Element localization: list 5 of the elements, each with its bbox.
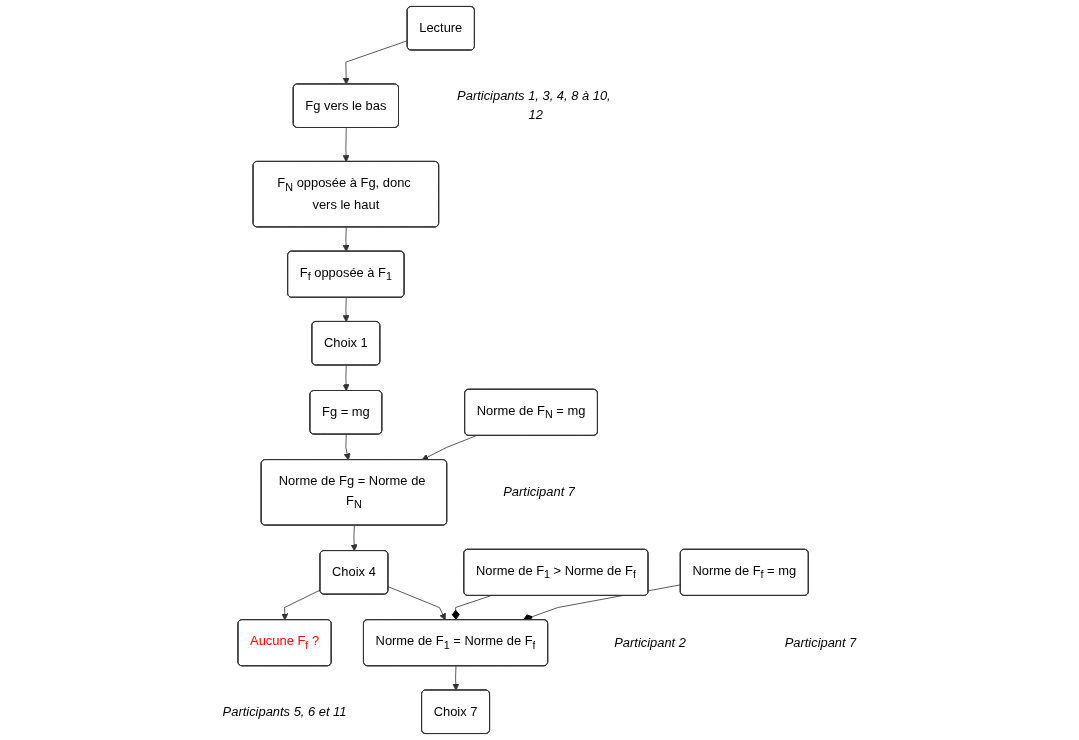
node-label: Participant 7 [784,635,857,650]
node-label: Participants 5, 6 et 11 [222,704,347,719]
node-label: Participant 7 [503,485,575,499]
node-label: Participants 1, 3, 4, 8 à 10, 12 [457,88,611,122]
node-label: Participant 2 [614,635,686,650]
